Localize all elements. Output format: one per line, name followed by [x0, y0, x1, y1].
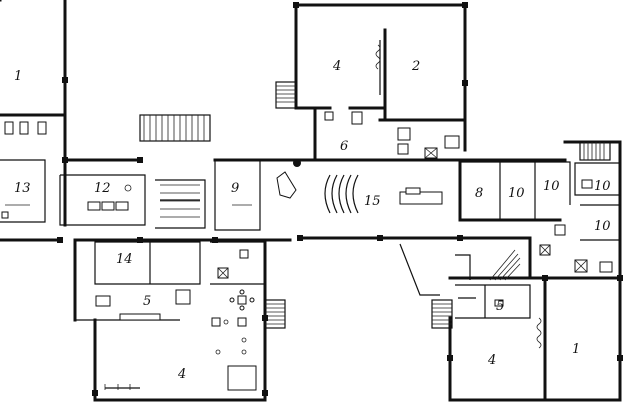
label-room-10-a: 10: [508, 186, 525, 201]
label-room-6: 6: [340, 139, 348, 154]
label-room-13: 13: [14, 181, 31, 196]
stair-12: [160, 184, 200, 218]
label-room-4-lower: 4: [487, 353, 496, 368]
room-labels: 1 4 2 6 13 12 9 15 8 10 10 10 10 14 5 5 …: [14, 59, 611, 382]
label-room-9: 9: [231, 181, 239, 196]
stair-right-diag: [455, 249, 521, 281]
label-room-14: 14: [116, 252, 133, 267]
stair-hall: [264, 299, 286, 329]
label-room-2-upper: 2: [411, 59, 420, 74]
label-room-1-upper-left: 1: [14, 69, 22, 84]
label-room-1-lower-right: 1: [572, 342, 580, 357]
label-room-10-b: 10: [543, 179, 560, 194]
fixtures: [1, 111, 613, 391]
label-room-4-hall: 4: [177, 367, 186, 382]
stairs: [139, 81, 611, 329]
stair-right-lower: [431, 299, 453, 329]
partitions: [0, 40, 621, 349]
label-room-8: 8: [475, 186, 483, 201]
label-room-10-d: 10: [594, 219, 611, 234]
label-room-15: 15: [364, 194, 381, 209]
label-room-5-left: 5: [143, 294, 151, 309]
stair-center: [139, 114, 211, 142]
columns: [57, 2, 623, 396]
label-room-5-right: 5: [496, 299, 504, 314]
stair-upper-left: [275, 81, 297, 109]
label-room-4-upper: 4: [332, 59, 341, 74]
label-room-12: 12: [94, 181, 111, 196]
label-room-10-c: 10: [594, 179, 611, 194]
stair-top-right: [579, 141, 611, 161]
